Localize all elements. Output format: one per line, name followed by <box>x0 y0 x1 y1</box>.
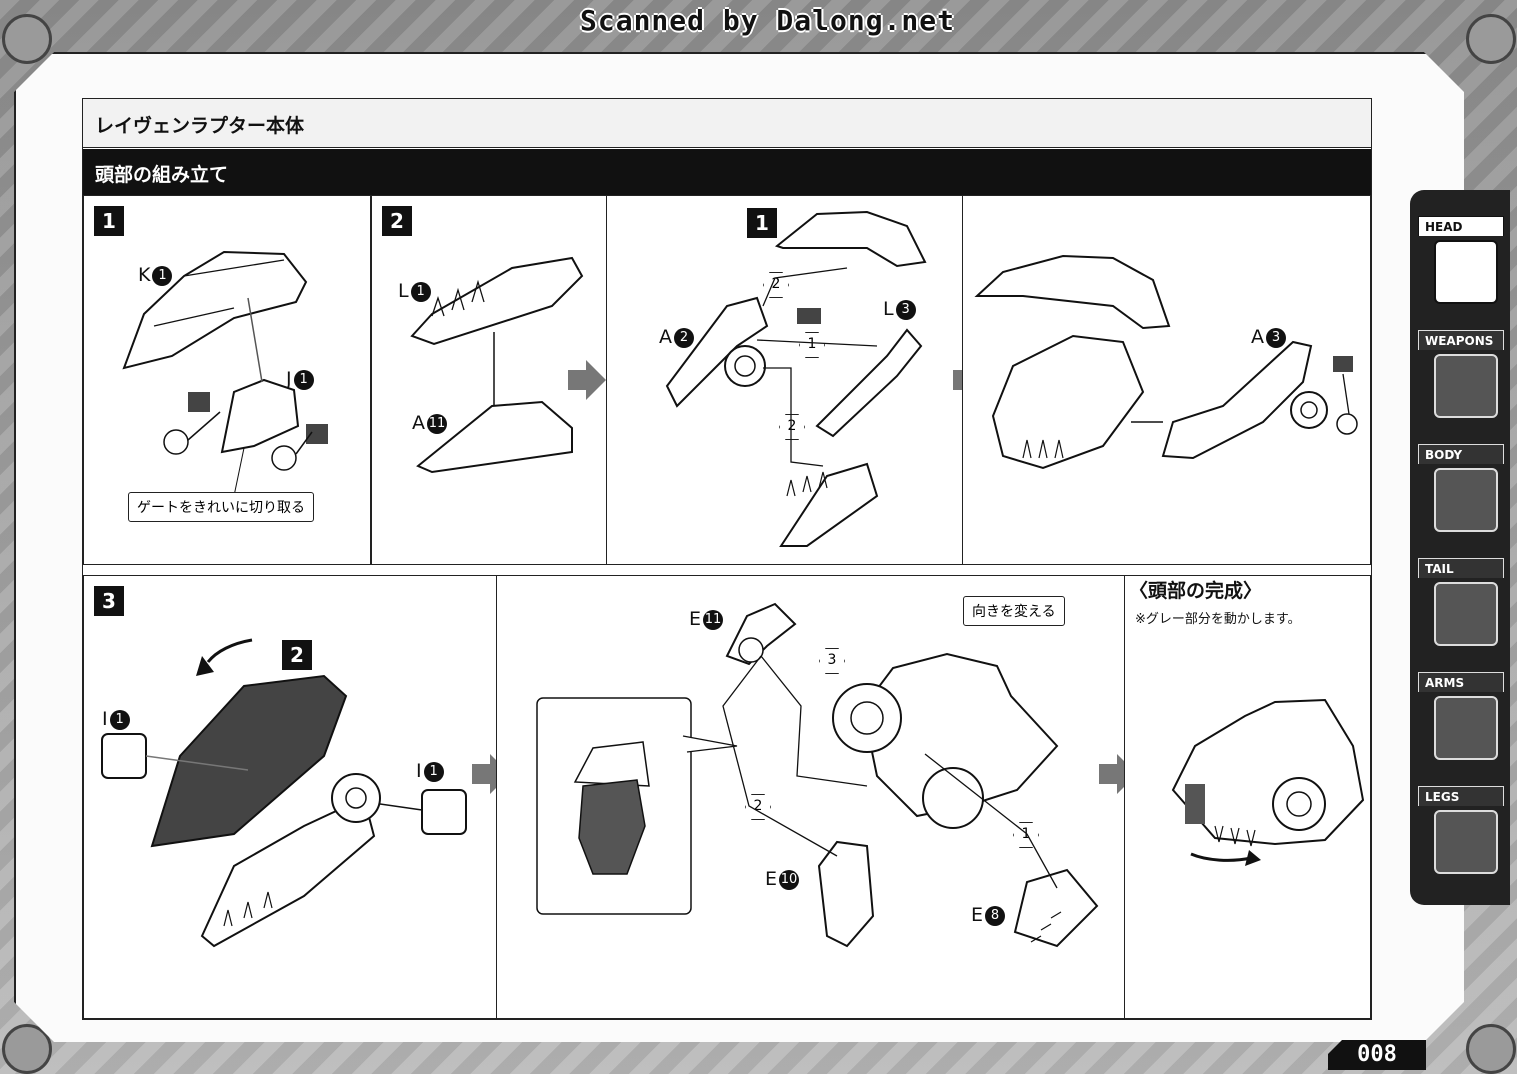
next-arrow-icon <box>568 360 606 400</box>
body-icon <box>1434 468 1498 532</box>
next-arrow-icon <box>472 754 496 794</box>
head-assembly-exploded-drawing <box>665 210 927 547</box>
corner-badge-top-left <box>2 14 52 64</box>
sidebar-tab-weapons[interactable]: WEAPONS <box>1418 330 1506 420</box>
sidebar-tab-label: ARMS <box>1418 672 1504 692</box>
head-complete-title: 〈頭部の完成〉 <box>1129 580 1263 602</box>
next-arrow-icon <box>1099 754 1124 794</box>
sidebar-tab-legs[interactable]: LEGS <box>1418 786 1506 876</box>
head-icon <box>1434 240 1498 304</box>
section-header: レイヴェンラプター本体 <box>83 99 1371 148</box>
detail-callout-drawing <box>536 602 1099 948</box>
gate-cut-note: ゲートをきれいに切り取る <box>128 492 314 522</box>
sidebar-tab-arms[interactable]: ARMS <box>1418 672 1506 762</box>
corner-badge-bottom-right <box>1466 1024 1516 1074</box>
step-2b-ref-number: 1 <box>747 208 777 238</box>
section-title: レイヴェンラプター本体 <box>95 115 305 137</box>
sidebar-tab-label: WEAPONS <box>1418 330 1504 350</box>
sidebar-tab-tail[interactable]: TAIL <box>1418 558 1506 648</box>
scan-credit: Scanned by Dalong.net <box>580 4 956 37</box>
page-number: 008 <box>1328 1040 1426 1070</box>
legs-icon <box>1434 810 1498 874</box>
step-1-number: 1 <box>94 206 124 236</box>
rotate-direction-note: 向きを変える <box>963 596 1065 626</box>
corner-badge-bottom-left <box>2 1024 52 1074</box>
sidebar-tab-head[interactable]: HEAD <box>1418 216 1506 306</box>
subsection-title: 頭部の組み立て <box>95 164 229 186</box>
step-3-number: 3 <box>94 586 124 616</box>
sidebar-tab-label: BODY <box>1418 444 1504 464</box>
step-3-ref-number: 2 <box>282 640 312 670</box>
subsection-header: 頭部の組み立て <box>83 149 1371 195</box>
next-arrow-icon <box>953 370 962 390</box>
sidebar-tab-label: LEGS <box>1418 786 1504 806</box>
tail-icon <box>1434 582 1498 646</box>
completed-head-drawing <box>1171 698 1365 866</box>
section-sidebar: HEAD WEAPONS BODY TAIL ARMS LEGS <box>1410 190 1510 905</box>
jaw-parts-drawing <box>410 256 584 474</box>
corner-badge-top-right <box>1466 14 1516 64</box>
head-complete-panel: 〈頭部の完成〉 ※グレー部分を動かします。 <box>1125 575 1371 1019</box>
head-cover-drawing <box>122 250 328 497</box>
sidebar-tab-label: TAIL <box>1418 558 1504 578</box>
sidebar-tab-label: HEAD <box>1418 216 1504 236</box>
step-2-number: 2 <box>382 206 412 236</box>
weapons-icon <box>1434 354 1498 418</box>
arms-icon <box>1434 696 1498 760</box>
sidebar-tab-body[interactable]: BODY <box>1418 444 1506 534</box>
head-partial-assembly-drawing <box>974 254 1358 470</box>
head-complete-note: ※グレー部分を動かします。 <box>1135 612 1301 627</box>
head-mount-drawing <box>101 638 467 948</box>
